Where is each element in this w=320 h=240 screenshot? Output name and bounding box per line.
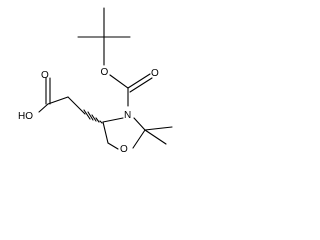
- hash-3: [91, 114, 97, 122]
- boc-carbonyl-oxygen-label: O: [151, 68, 159, 79]
- c5-to-o-bond: [107, 142, 119, 150]
- hash-5: [83, 109, 91, 120]
- c4-to-c5-bond: [102, 121, 109, 144]
- ring-oxygen-label: O: [120, 144, 128, 155]
- hydroxyl-label: HO: [18, 111, 33, 122]
- carbonyl-double-bond-a: [127, 73, 151, 89]
- ester-o-to-carbonyl-bond: [109, 74, 129, 89]
- oxazolidine-ring: [102, 117, 173, 150]
- propanoic-acid-chain: [38, 77, 86, 115]
- boc-ester-oxygen-label: O: [101, 67, 109, 78]
- n-to-c4-bond: [102, 117, 124, 123]
- hash-2: [95, 117, 100, 123]
- boc-carbonyl: [109, 73, 153, 107]
- tert-butyl-group: [77, 7, 131, 66]
- ring-nitrogen-label: N: [124, 110, 131, 121]
- o-to-c2-bond: [132, 129, 146, 149]
- gem-methyl-bond-a: [144, 126, 173, 131]
- chain-bond-2: [47, 96, 69, 105]
- hash-1: [99, 120, 103, 124]
- acid-c-to-oh-bond: [38, 103, 49, 113]
- acid-carbonyl-oxygen-label: O: [41, 70, 49, 81]
- hash-4: [87, 111, 94, 121]
- hashed-wedge-bond: [83, 109, 103, 124]
- gem-methyl-bond-b: [144, 129, 167, 145]
- carbonyl-double-bond-b: [129, 77, 153, 93]
- chain-bond-1: [67, 96, 86, 115]
- chemical-structure-diagram: O O N O O HO: [18, 7, 173, 155]
- n-to-c2-bond: [133, 117, 146, 131]
